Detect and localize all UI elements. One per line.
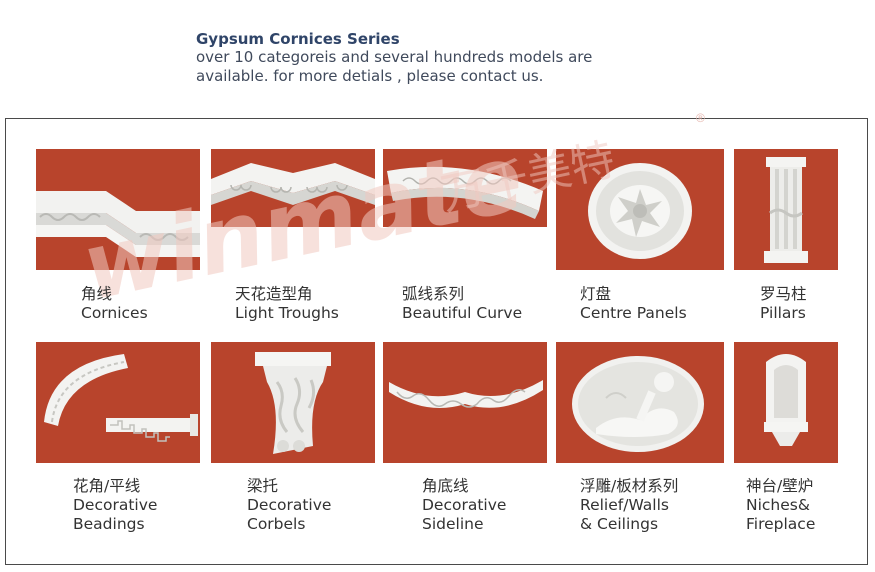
product-image-decorative-corbels [211,342,375,463]
header: Gypsum Cornices Series over 10 categorei… [196,30,716,86]
product-image-pillars [734,149,838,270]
product-image-centre-panels [556,149,724,270]
product-image-relief-walls-ceilings [556,342,724,463]
description-line-1: over 10 categoreis and several hundreds … [196,48,593,66]
registered-mark: ® [696,111,705,125]
description-line-2: available. for more detials , please con… [196,67,544,85]
product-image-decorative-sideline [383,342,547,463]
product-image-niches-fireplace [734,342,838,463]
product-image-beautiful-curve [383,149,547,227]
product-image-light-troughs [211,149,375,227]
product-image-cornices [36,149,200,270]
series-title: Gypsum Cornices Series [196,30,400,48]
product-image-decorative-beadings [36,342,200,463]
